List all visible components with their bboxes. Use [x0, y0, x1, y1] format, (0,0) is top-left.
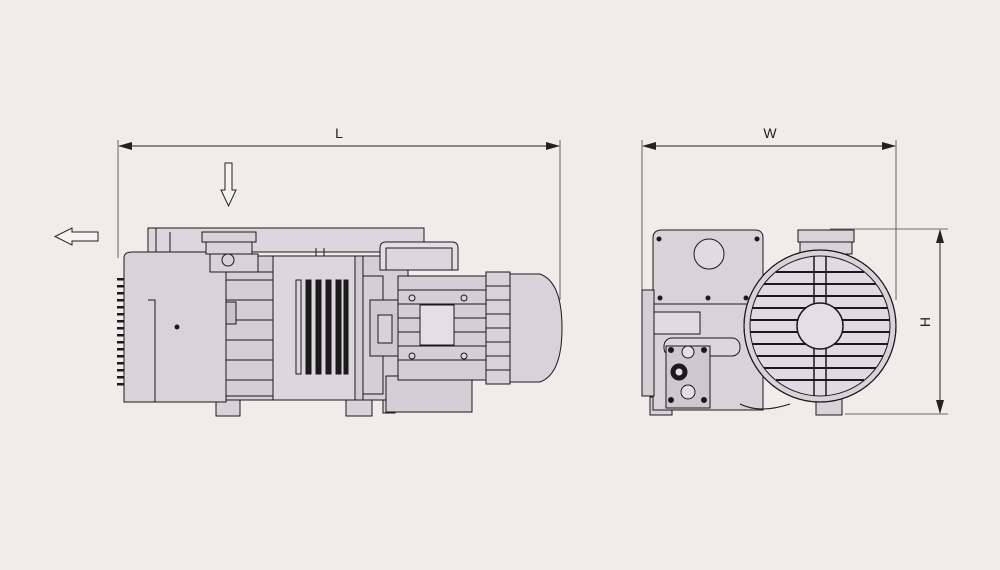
inlet-flange [201, 231, 259, 273]
oil-sight-glass [693, 238, 725, 270]
fan-guard-grille [750, 271, 890, 381]
height-label: H [917, 317, 933, 327]
cooling-fins-left [117, 278, 124, 386]
end-cover [123, 251, 227, 403]
fan-cover [509, 273, 563, 383]
width-label: W [763, 125, 777, 141]
fan-hub [796, 302, 844, 350]
foot-2 [345, 398, 373, 417]
cylinder-fins [225, 271, 275, 397]
dimension-width: W [641, 125, 897, 300]
motor-body [397, 275, 487, 381]
cylinder-housing [272, 248, 364, 401]
end-view [641, 229, 897, 416]
dimension-height: H [830, 228, 948, 415]
inlet-arrow-down [220, 162, 237, 208]
coupling [362, 275, 399, 395]
exhaust-arrow-left [53, 227, 99, 246]
terminal-box [379, 241, 459, 271]
motor-base [385, 375, 473, 413]
side-view [117, 227, 563, 417]
dimension-length: L [117, 125, 561, 300]
top-housing-plate [147, 227, 425, 253]
valve-block [663, 337, 741, 409]
length-label: L [335, 125, 343, 141]
